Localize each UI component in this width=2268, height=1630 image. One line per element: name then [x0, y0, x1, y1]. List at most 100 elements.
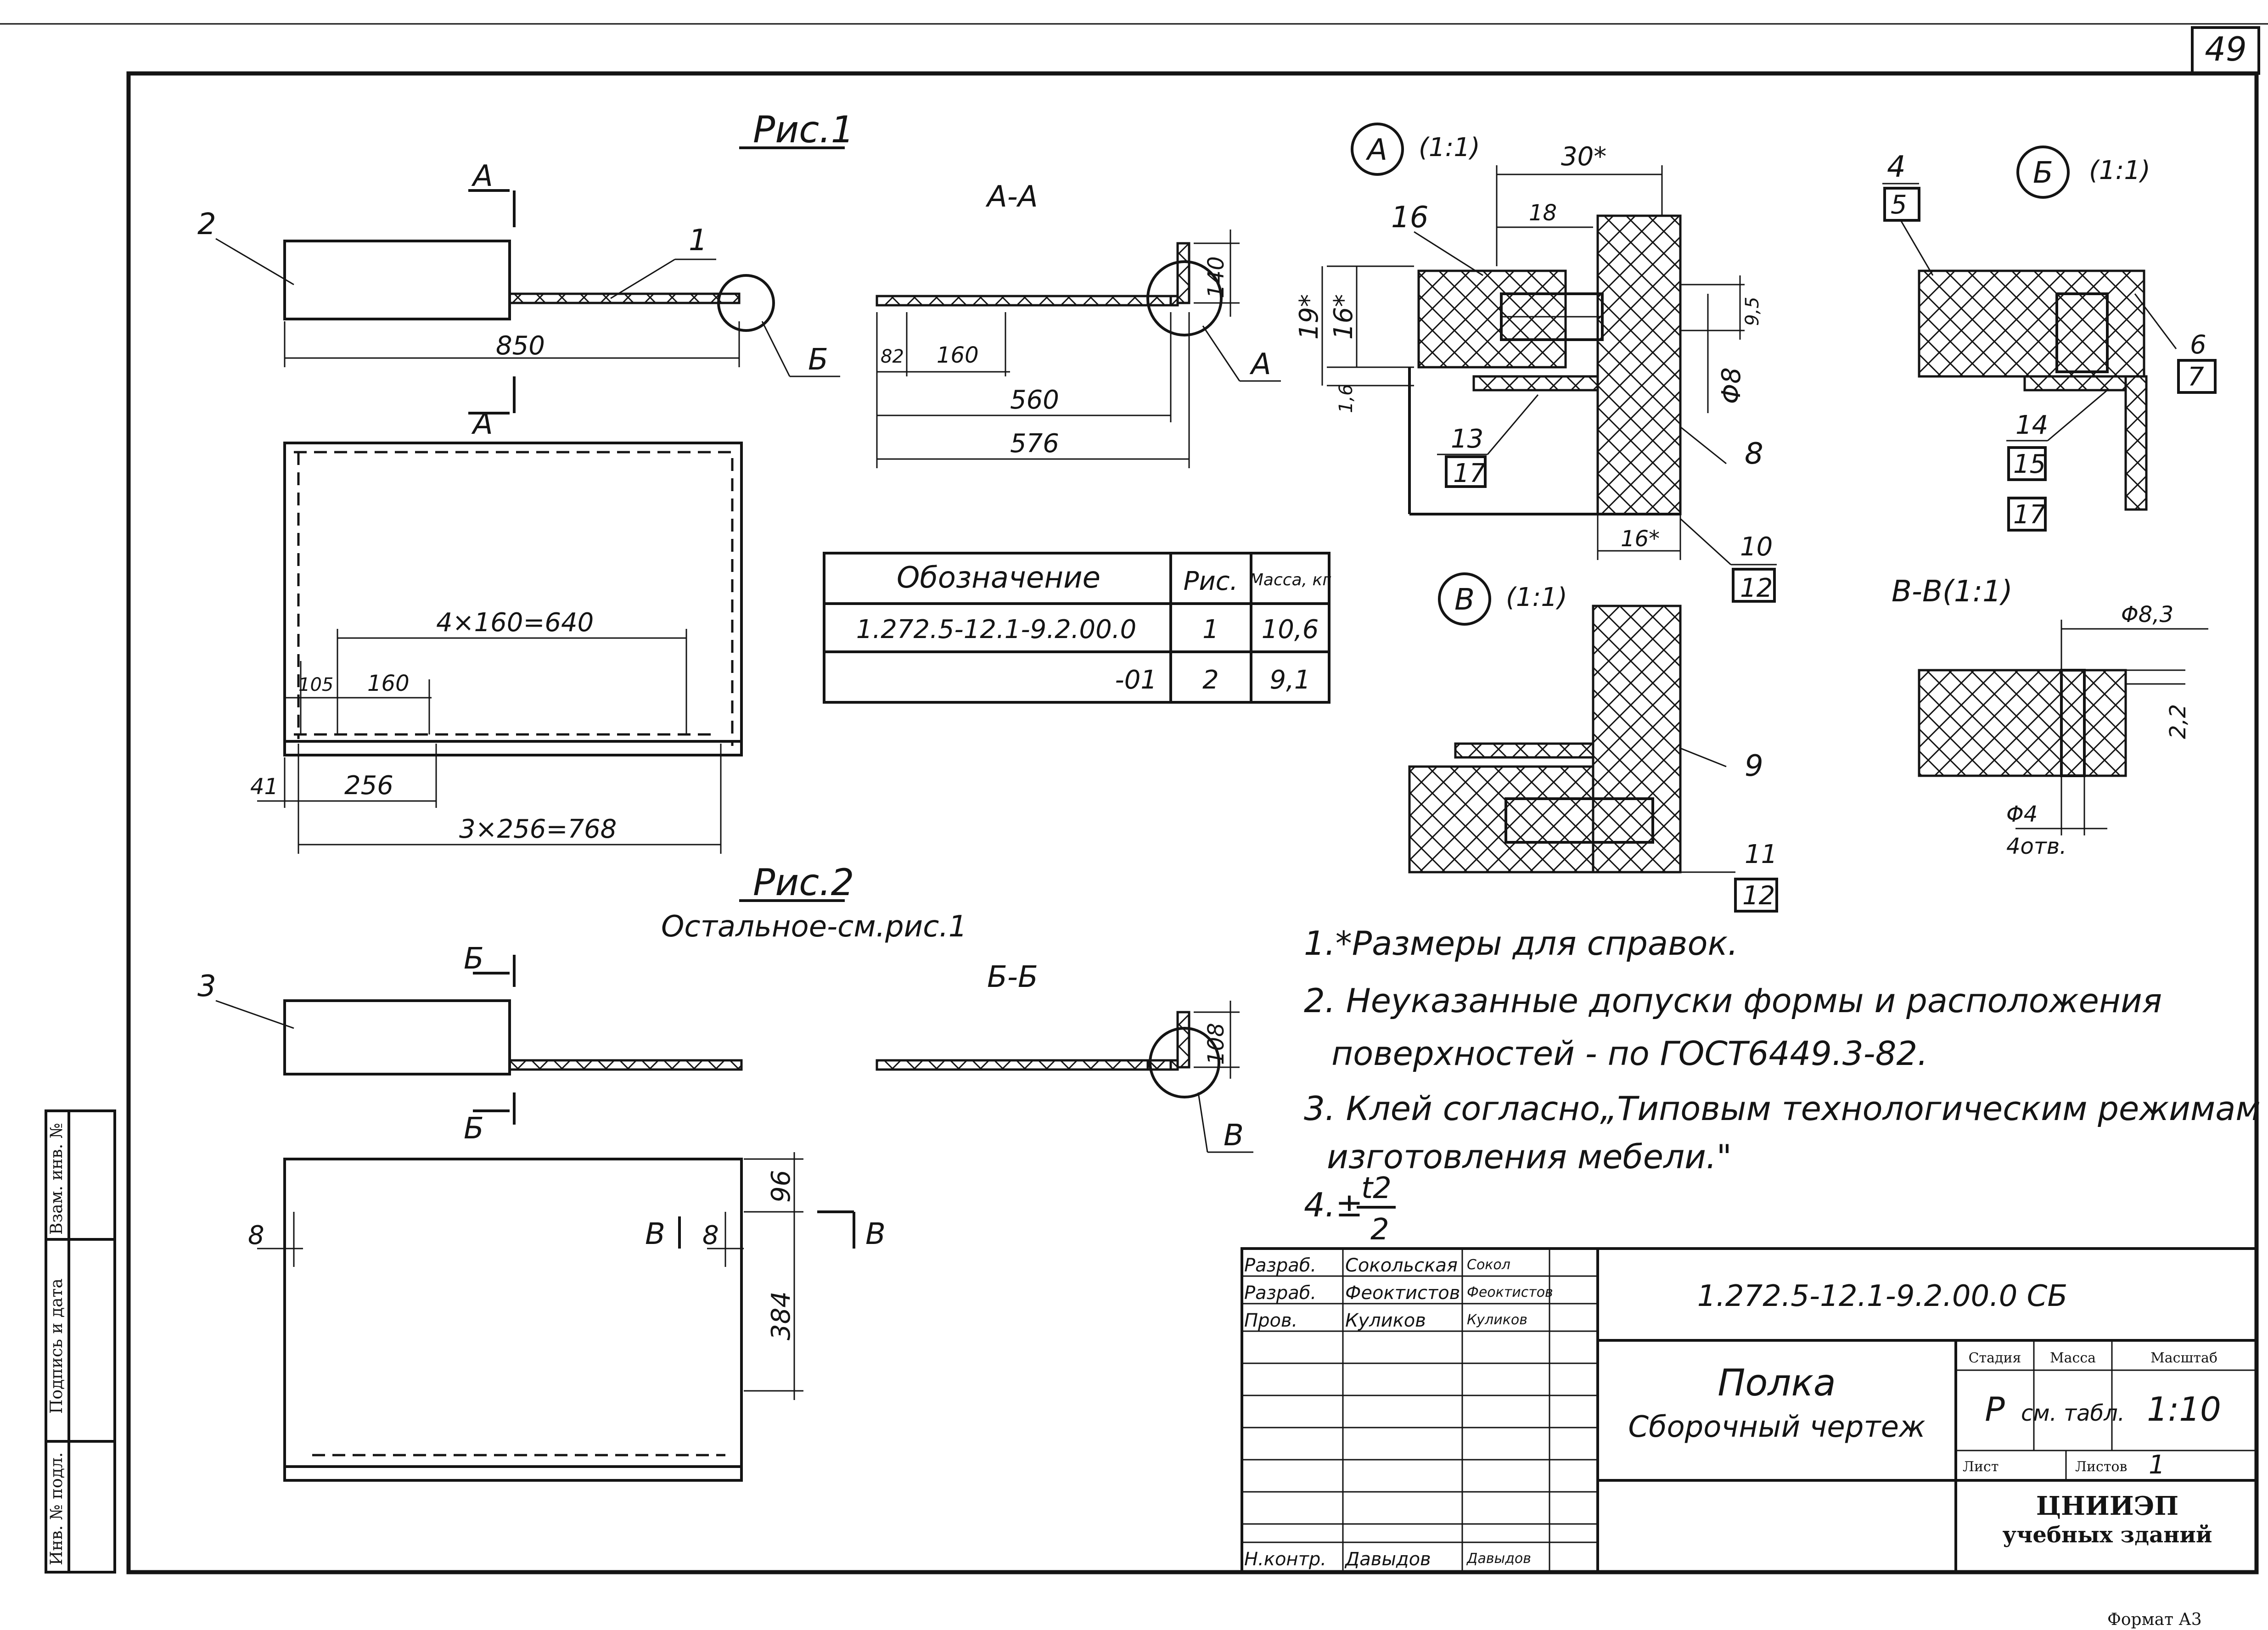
note-3b: изготовления мебели.": [1327, 1137, 1732, 1176]
detail-v-scale: (1:1): [1506, 583, 1567, 612]
cut-b-bottom: Б: [464, 1112, 484, 1146]
callout-10: 10: [1740, 532, 1773, 562]
tb-role-2: Разраб.: [1244, 1283, 1316, 1304]
note-4: 4.±: [1304, 1186, 1363, 1224]
tb-signature-1: Сокол: [1467, 1257, 1510, 1273]
cut-v-right: В: [865, 1217, 886, 1251]
dim-256: 256: [344, 771, 393, 801]
callout-11: 11: [1745, 840, 1777, 869]
dim-160: 160: [937, 342, 979, 368]
section-aa: А-А 140 82 160 560 576 А: [876, 180, 1281, 468]
tb-signature-3: Куликов: [1467, 1312, 1527, 1328]
tb-org-2: учебных зданий: [2002, 1522, 2212, 1548]
tb-role-3: Пров.: [1244, 1310, 1297, 1331]
detail-v-label: В: [1454, 583, 1475, 617]
dim-576: 576: [1010, 429, 1059, 459]
callout-3: 3: [197, 969, 216, 1003]
dim-3x256: 3×256=768: [459, 814, 617, 844]
dim-82: 82: [881, 346, 904, 367]
callout-6: 6: [2190, 330, 2206, 360]
callout-12: 12: [1740, 573, 1773, 603]
spec-h-mass: Масса, кг: [1249, 571, 1331, 589]
note-4-den: 2: [1370, 1213, 1389, 1247]
dim-19: 19*: [1294, 294, 1324, 340]
spec-h-fig: Рис.: [1184, 566, 1238, 596]
detail-b-scale: (1:1): [2089, 156, 2150, 185]
tb-sheet-h: Лист: [1963, 1459, 1999, 1475]
fig2-side-view: Рис.2 Остальное-см.рис.1 Б Б 3: [197, 861, 967, 1146]
dim-2-2: 2,2: [2165, 704, 2191, 739]
sheet-frame: 49 Инв. № подл. Подпись и дата Взам. инв…: [0, 23, 2268, 1629]
section-bb-title: Б-Б: [987, 960, 1038, 994]
callout-4: 4: [1887, 150, 1906, 184]
callout-15: 15: [2013, 449, 2046, 479]
cut-b-top: Б: [464, 942, 484, 976]
dim-8b: 8: [702, 1221, 719, 1250]
spec-h-designation: Обозначение: [897, 561, 1100, 595]
page-number: 49: [2205, 30, 2247, 68]
tb-mass: см. табл.: [2021, 1400, 2125, 1426]
detail-b: Б (1:1) 4 5 6 7 14 15 17: [1882, 146, 2217, 532]
stamp-sign: Подпись и дата: [47, 1278, 66, 1414]
tb-stage: Р: [1985, 1390, 2005, 1428]
dim-160-plan: 160: [367, 671, 410, 696]
cut-a-top: А: [471, 159, 493, 193]
dim-16b: 16*: [1621, 526, 1660, 552]
callout-14: 14: [2015, 410, 2048, 440]
callout-16: 16: [1391, 201, 1428, 235]
note-2b: поверхностей - по ГОСТ6449.3-82.: [1331, 1034, 1928, 1073]
cut-a-bottom: А: [471, 407, 493, 441]
section-aa-title: А-А: [985, 180, 1038, 214]
detail-v-ref: В: [1224, 1119, 1244, 1153]
detail-a-ref: А: [1249, 347, 1271, 381]
fig2-plan-view: 8 8 В В 96 384: [248, 1152, 886, 1482]
tb-role-1: Разраб.: [1244, 1255, 1316, 1276]
dim-384: 384: [766, 1291, 796, 1340]
tb-person-3: Куликов: [1345, 1310, 1426, 1331]
spec-r2-mass: 9,1: [1269, 665, 1310, 695]
tb-sheets-h: Листов: [2075, 1459, 2127, 1475]
tb-person-2: Феоктистов: [1345, 1283, 1460, 1304]
callout-8: 8: [1745, 437, 1763, 471]
detail-v: В (1:1) 9 11 12: [1408, 572, 1778, 913]
detail-a: А (1:1) 30* 18 16 19* 16* 1,6 9,5 Φ8 16*: [1294, 123, 1777, 603]
dim-4otv: 4отв.: [2006, 834, 2066, 859]
tb-doc-code: 1.272.5-12.1-9.2.00.0 СБ: [1697, 1279, 2068, 1313]
dim-30: 30*: [1561, 142, 1606, 172]
tb-signature-4: Давыдов: [1466, 1551, 1531, 1567]
callout-13: 13: [1451, 424, 1483, 454]
tb-mass-h: Масса: [2050, 1350, 2096, 1366]
notes: 1.*Размеры для справок. 2. Неуказанные д…: [1304, 924, 2261, 1247]
detail-b-ref: Б: [808, 343, 828, 377]
dim-16: 16*: [1329, 294, 1359, 340]
spec-r2-fig: 2: [1202, 665, 1219, 695]
callout-12b: 12: [1742, 881, 1775, 911]
callout-17: 17: [1453, 459, 1486, 488]
tb-sheets: 1: [2149, 1450, 2165, 1480]
callout-2: 2: [197, 207, 216, 241]
spec-r1-mass: 10,6: [1262, 615, 1319, 644]
dim-96: 96: [766, 1170, 796, 1203]
tb-person-4: Давыдов: [1344, 1549, 1431, 1570]
tb-name-1: Полка: [1718, 1361, 1836, 1404]
stamp-inv: Инв. № подл.: [47, 1452, 66, 1565]
format-label: Формат А3: [2107, 1610, 2202, 1629]
note-4-num: t2: [1361, 1171, 1392, 1205]
dim-phi4: Φ4: [2006, 801, 2038, 827]
section-vv-title: В-В(1:1): [1892, 575, 2013, 609]
dim-560: 560: [1010, 385, 1059, 415]
detail-a-label: А: [1365, 133, 1387, 167]
dim-8a: 8: [248, 1221, 264, 1250]
note-1: 1.*Размеры для справок.: [1304, 924, 1738, 963]
stamp-zam: Взам. инв. №: [47, 1123, 66, 1235]
spec-table: Обозначение Рис. Масса, кг 1.272.5-12.1-…: [823, 552, 1331, 704]
dim-9-5: 9,5: [1742, 297, 1763, 326]
callout-7: 7: [2188, 362, 2204, 392]
callout-9: 9: [1745, 749, 1763, 783]
dim-41: 41: [250, 774, 278, 800]
dim-1-6: 1,6: [1336, 384, 1357, 413]
callout-1: 1: [689, 224, 707, 258]
dim-108: 108: [1203, 1023, 1229, 1065]
dim-18: 18: [1529, 200, 1557, 226]
